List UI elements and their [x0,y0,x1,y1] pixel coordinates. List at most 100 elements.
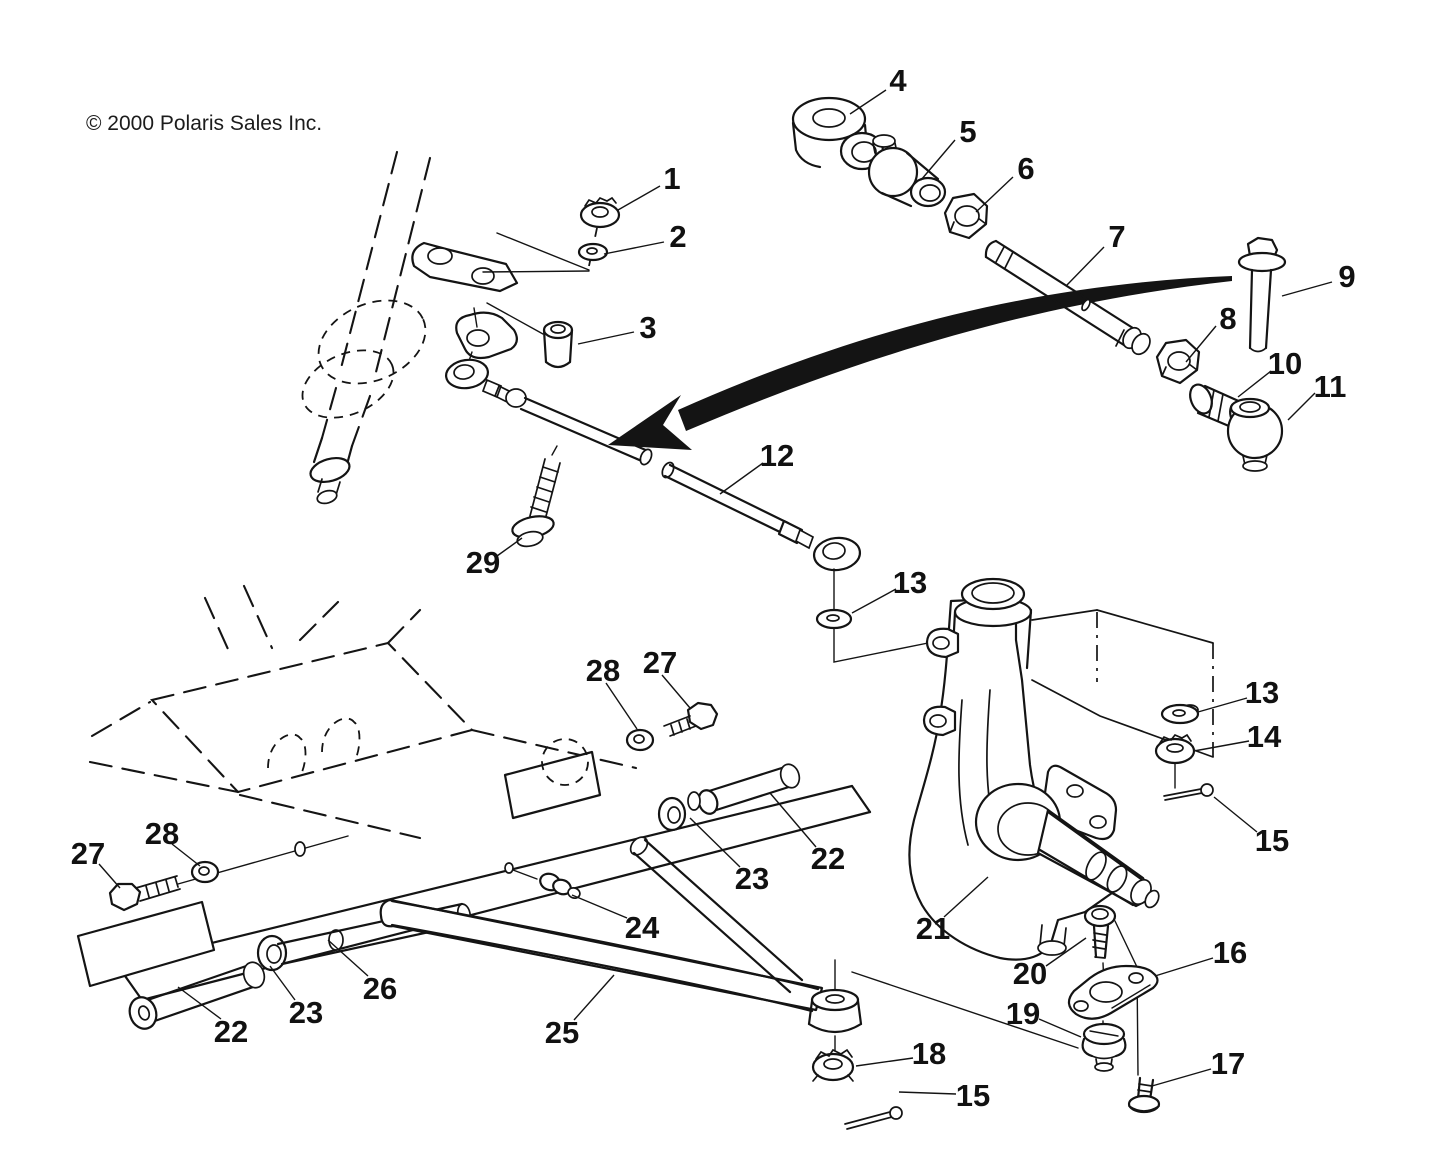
part-8-nut [1155,338,1201,385]
leader-line-13 [851,588,897,614]
part-5-ball-stud [867,134,947,208]
part-2-washer [577,242,609,262]
part-24-grease-fitting [539,872,581,899]
leader-line-6 [975,176,1014,213]
callout-29: 29 [466,545,500,580]
leader-line-23 [269,965,296,1001]
leader-line-9 [1281,281,1333,297]
callout-22: 22 [214,1014,248,1049]
callout-8: 8 [1219,301,1236,336]
leader-line-5 [920,139,956,181]
callout-25: 25 [545,1015,579,1050]
callout-12: 12 [760,438,794,473]
steering-plate-upper [411,241,519,293]
callout-13: 13 [893,565,927,600]
leader-line-21 [943,876,989,918]
leader-line-2 [603,241,665,255]
part-6-nut [943,192,989,240]
leader-line-19 [1038,1018,1082,1038]
callout-15: 15 [956,1078,990,1113]
leader-line-14 [1193,740,1250,752]
part-12-tie-rod [661,461,862,611]
callout-15: 15 [1255,823,1289,858]
callout-24: 24 [625,910,660,945]
callout-27: 27 [71,836,105,871]
callout-2: 2 [669,219,686,254]
part-4-rod-end [791,96,885,171]
leader-line-8 [1185,325,1217,363]
pivot-front [108,835,349,1030]
part-19-dust-boot [1081,1020,1127,1072]
callout-1: 1 [663,161,680,196]
callout-27: 27 [643,645,677,680]
leader-line-26 [327,939,369,977]
callout-7: 7 [1108,219,1125,254]
callout-4: 4 [889,63,907,98]
leader-line-3 [577,331,635,345]
leader-line-1 [617,185,661,211]
callout-21: 21 [916,911,950,946]
callout-20: 20 [1013,956,1047,991]
callout-14: 14 [1247,719,1282,754]
callout-6: 6 [1017,151,1034,186]
leader-line-10 [1237,370,1272,398]
leader-line-29 [496,537,523,557]
leader-line-23 [689,817,741,868]
leader-line-22 [769,792,817,848]
part-29-bolt [511,445,561,548]
leader-line-20 [1045,937,1087,967]
leader-line-7 [1065,246,1105,287]
frame-rail [76,738,872,1002]
leader-line-28 [605,682,638,730]
apex-ball-joint [807,959,1079,1052]
part-15-cotter-pin-right [1163,783,1214,801]
part-14-castle-nut [1154,733,1196,789]
part-15-cotter-pin-bottom [844,1106,903,1130]
pivot-rear [625,701,801,832]
leader-line-28 [171,843,201,867]
callout-17: 17 [1211,1046,1245,1081]
part-11-rod-end [1226,397,1284,472]
callout-19: 19 [1006,996,1040,1031]
callout-13: 13 [1245,675,1279,710]
leader-line-15 [1213,796,1258,833]
callout-9: 9 [1338,259,1355,294]
leader-line-27 [661,674,691,709]
leader-line-13 [1197,697,1248,713]
callout-10: 10 [1268,346,1302,381]
a-arm [276,836,824,1013]
part-9-bolt [1237,236,1287,353]
steering-arm-plate [455,227,598,365]
leader-line-24 [571,894,628,919]
leader-line-22 [177,986,222,1020]
leader-line-15 [898,1091,957,1095]
callout-22: 22 [811,841,845,876]
part-3-spacer [486,302,574,369]
part-13-washer-upper [815,608,939,663]
callout-5: 5 [959,114,976,149]
leader-line-12 [719,462,764,495]
callout-16: 16 [1213,935,1247,970]
steering-post [203,150,432,660]
leader-line-17 [1151,1068,1212,1087]
leader-line-11 [1287,392,1316,421]
callout-26: 26 [363,971,397,1006]
callout-28: 28 [145,816,179,851]
leader-line-4 [849,89,887,115]
part-1-castle-nut [579,196,621,229]
direction-arrow [608,276,1232,450]
leader-line-18 [855,1057,914,1067]
knuckle [908,577,1160,961]
part-18-castle-nut [811,1048,855,1082]
part-13-washer-right [1160,703,1200,725]
part-17-bolt [1127,1076,1161,1114]
copyright-text: © 2000 Polaris Sales Inc. [86,112,323,135]
callout-3: 3 [639,310,656,345]
callout-18: 18 [912,1036,946,1071]
tie-rod-end-inner [445,358,653,466]
callout-28: 28 [586,653,620,688]
callout-23: 23 [289,995,323,1030]
